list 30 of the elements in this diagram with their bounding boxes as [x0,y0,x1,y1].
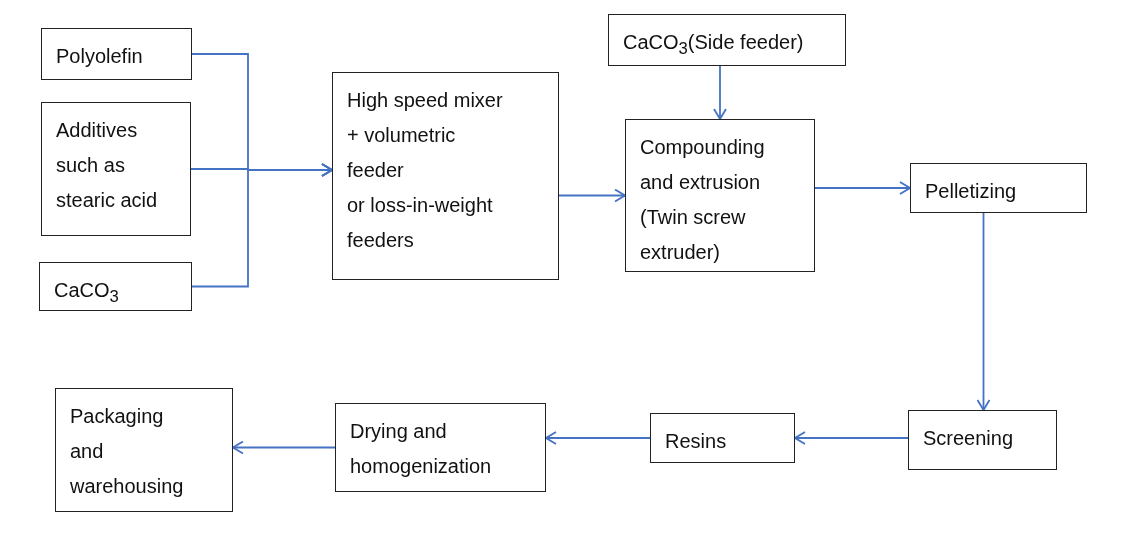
step-label: Polyolefin [56,44,144,69]
arrow [713,65,727,120]
process-box [41,102,191,236]
process-box [55,388,233,512]
process-box [650,413,795,463]
process-box [910,163,1087,213]
process-box [908,410,1057,470]
arrow [794,431,909,445]
process-box [608,14,846,66]
arrow [976,212,991,411]
process-box [39,262,192,311]
arrow [814,181,911,195]
step-label: Screening [923,426,1015,451]
step-label: Compounding and extrusion (Twin screw extruder) [640,135,766,265]
arrow [545,431,651,445]
process-box [332,72,559,280]
process-box [335,403,546,492]
step-label: Resins [665,429,728,454]
step-label: Pelletizing [925,179,1018,204]
arrow [191,163,333,288]
step-label: CaCO$_{3}$(Side feeder) [623,30,805,60]
process-box [41,28,192,80]
step-label: Drying and homogenization [350,419,493,479]
step-label: Packaging and warehousing [70,404,185,499]
step-label: CaCO$_{3}$ [54,278,120,308]
step-label: or loss-in-weight feeders [347,193,494,253]
step-label: Additives such as stearic acid [56,118,159,213]
arrow [232,440,336,455]
arrow [558,188,626,203]
process-box [625,119,815,272]
